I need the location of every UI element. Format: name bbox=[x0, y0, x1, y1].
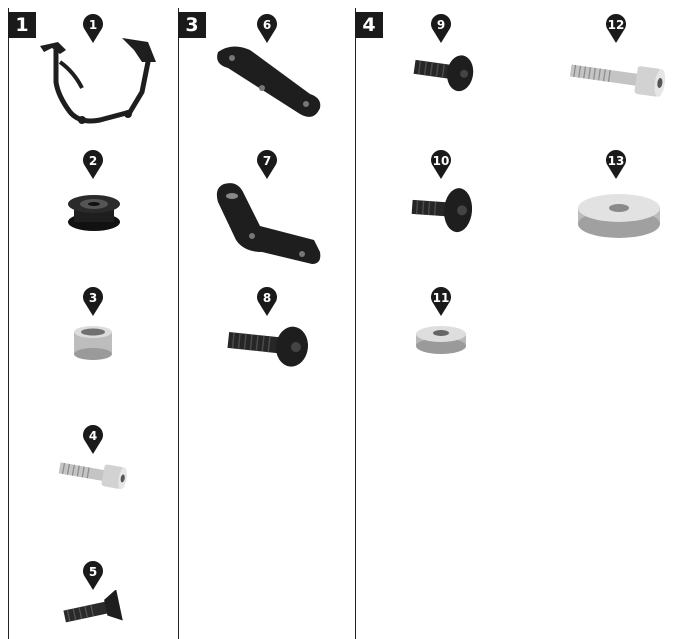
map-pin-icon bbox=[257, 14, 277, 43]
part-number: 13 bbox=[607, 154, 625, 168]
small-washer-icon bbox=[412, 322, 470, 356]
hex-socket-bolt-icon bbox=[55, 456, 130, 492]
part-marker: 5 bbox=[82, 561, 104, 591]
map-pin-icon bbox=[431, 14, 451, 43]
flange-button-bolt-icon bbox=[408, 184, 476, 236]
part-number: 1 bbox=[88, 18, 98, 32]
map-pin-icon bbox=[606, 14, 626, 43]
part-number: 11 bbox=[432, 291, 450, 305]
part-number: 5 bbox=[88, 565, 98, 579]
angled-plate-icon bbox=[212, 178, 324, 270]
part-marker: 1 bbox=[82, 14, 104, 44]
column-divider-1-3 bbox=[178, 8, 179, 639]
column-divider-3-4 bbox=[355, 8, 356, 639]
part-marker: 2 bbox=[82, 150, 104, 180]
large-washer-icon bbox=[574, 190, 664, 246]
part-number: 8 bbox=[262, 291, 272, 305]
part-number: 6 bbox=[262, 18, 272, 32]
column-divider-left bbox=[8, 8, 9, 639]
button-head-bolt-icon bbox=[410, 50, 478, 96]
rubber-grommet-icon bbox=[58, 186, 130, 234]
button-head-bolt-icon bbox=[222, 320, 312, 370]
map-pin-icon bbox=[83, 287, 103, 316]
part-marker: 12 bbox=[605, 14, 627, 44]
map-pin-icon bbox=[431, 287, 451, 316]
map-pin-icon bbox=[83, 14, 103, 43]
part-number: 4 bbox=[88, 429, 98, 443]
section-tag: 1 bbox=[8, 12, 36, 38]
bracket-frame-icon bbox=[30, 32, 165, 127]
map-pin-icon bbox=[257, 150, 277, 179]
map-pin-icon bbox=[257, 287, 277, 316]
part-marker: 6 bbox=[256, 14, 278, 44]
part-marker: 13 bbox=[605, 150, 627, 180]
map-pin-icon bbox=[83, 561, 103, 590]
section-tag: 4 bbox=[355, 12, 383, 38]
section-tag: 3 bbox=[178, 12, 206, 38]
map-pin-icon bbox=[431, 150, 451, 179]
map-pin-icon bbox=[83, 150, 103, 179]
hex-socket-bolt-icon bbox=[566, 54, 668, 104]
part-number: 3 bbox=[88, 291, 98, 305]
spacer-sleeve-icon bbox=[70, 322, 116, 362]
map-pin-icon bbox=[83, 425, 103, 454]
part-marker: 8 bbox=[256, 287, 278, 317]
map-pin-icon bbox=[606, 150, 626, 179]
part-number: 9 bbox=[436, 18, 446, 32]
mounting-plate-icon bbox=[210, 42, 325, 122]
part-number: 2 bbox=[88, 154, 98, 168]
part-marker: 10 bbox=[430, 150, 452, 180]
part-number: 7 bbox=[262, 154, 272, 168]
part-marker: 9 bbox=[430, 14, 452, 44]
part-marker: 7 bbox=[256, 150, 278, 180]
part-marker: 4 bbox=[82, 425, 104, 455]
part-marker: 11 bbox=[430, 287, 452, 317]
part-number: 12 bbox=[607, 18, 625, 32]
part-marker: 3 bbox=[82, 287, 104, 317]
part-number: 10 bbox=[432, 154, 450, 168]
countersunk-bolt-icon bbox=[60, 590, 130, 630]
